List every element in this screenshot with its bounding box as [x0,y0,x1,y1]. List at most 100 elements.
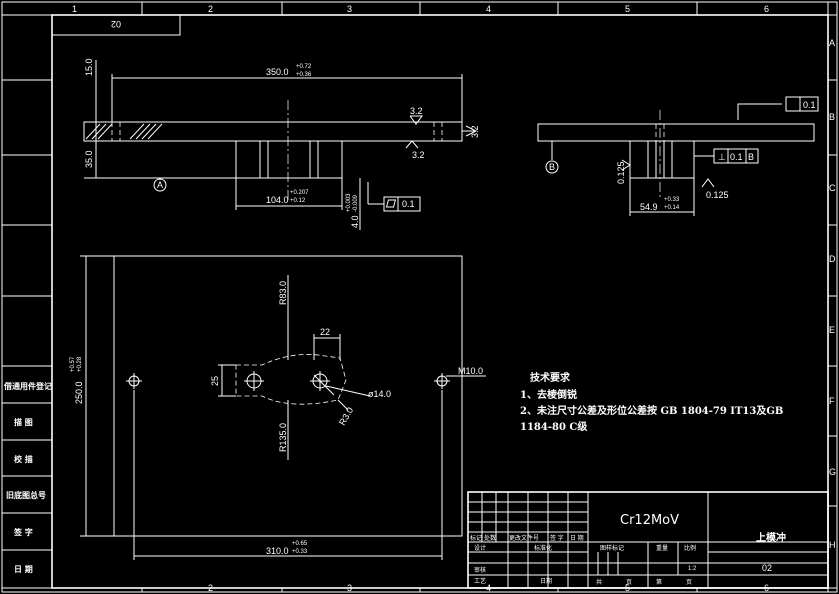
row-label-d: D [829,254,836,264]
tb-weight: 重量 [656,544,668,552]
flatness-frame-a [383,196,421,212]
flatness-frame-b [785,96,819,112]
technical-notes: 技术要求 1、去棱倒锐 2、未注尺寸公差及形位公差按 GB 1804-79 IT… [520,371,783,433]
plan-dim-height-tol2: +0.28 [77,356,83,372]
tb-scale: 1:2 [688,566,697,572]
dim-width: 104.0 [266,195,289,205]
material: Cr12MoV [620,513,679,528]
roughness-left: 0.125 [616,161,626,184]
drawing-no: 02 [762,563,772,573]
perpendicularity-frame [713,148,759,164]
flatness-value-b: 0.1 [803,100,816,110]
strip-item-3: 校 描 [14,454,33,464]
flatness-value-a: 0.1 [402,199,415,209]
datum-b: B [549,162,555,172]
column-zone-ticks [141,2,698,592]
row-label-a: A [829,38,835,48]
dim-height: 35.0 [84,150,94,168]
col-label-6: 6 [764,4,769,14]
row-label-g: G [829,467,836,477]
dim-r3: R3.0 [337,406,355,427]
dim-r135: R135.0 [278,423,288,452]
dim-width-tol2: +0.12 [290,198,306,204]
drawing-code-box [51,14,181,36]
row-label-h: H [829,540,836,550]
col-label-1: 1 [72,4,77,14]
dim-step-tol2: -0.009 [353,194,359,212]
strip-item-4: 旧底图总号 [6,490,46,500]
strip-item-5: 签 字 [13,527,33,537]
col-label-4: 4 [486,4,491,14]
tb-stage: 图样标记 [600,544,624,552]
notes-title: 技术要求 [530,371,571,384]
perp-datum: B [748,152,754,162]
roughness-symbol-1 [409,115,423,125]
dim-width-tol: +0.207 [290,190,309,196]
strip-item-2: 描 图 [14,417,33,427]
tb-design: 设计 [474,544,486,552]
roughness-1: 3.2 [410,106,423,116]
roughness-2: 3.2 [412,150,425,160]
notes-line3: 1184-80 C级 [520,420,588,433]
dim-25: 25 [210,376,220,386]
roughness-right: 0.125 [706,190,729,200]
datum-b-circle [545,160,559,174]
roughness-symbol-2 [405,140,419,149]
tb-total: 共 [596,578,602,586]
tb-process: 工艺 [474,577,486,585]
tb-date2: 日期 [540,577,552,585]
tb-pages: 页 [626,579,632,586]
plan-view: 250.0 +0.57 +0.28 R83.0 R135.0 22 25 M10… [70,255,486,560]
plan-dim-width-tol2: +0.33 [292,549,308,555]
perp-value: 0.1 [730,152,743,162]
dim-thickness: 15.0 [84,58,94,76]
row-zone-ticks [2,79,837,507]
tb-ratio: 比例 [684,544,696,552]
perp-symbol: ⊥ [718,152,726,162]
col-label-2-bottom: 2 [208,583,213,593]
tb-sheet: 第 [656,578,662,586]
side-punch [629,140,695,179]
plan-dim-width-tol: +0.65 [292,541,308,547]
tb-date: 日 期 [570,534,584,542]
front-plate [83,121,463,142]
plan-dim-height-tol: +0.57 [70,356,76,372]
title-block: Cr12MoV 上模冲 02 标记 处数 更改文件号 签 字 日 期 设计 标准… [467,491,829,589]
roughness-symbol-3 [465,125,478,137]
plan-dim-height: 250.0 [74,381,84,404]
tb-review: 审核 [474,566,486,574]
tb-count: 处数 [484,534,496,542]
front-view: 350.0 +0.72 +0.36 15.0 35.0 A 104.0 +0.2… [83,58,480,230]
roughness-symbol-right [701,178,715,188]
col-label-3: 3 [347,4,352,14]
tb-page: 页 [686,579,692,586]
side-plate [537,123,815,142]
dim-dia14: ø14.0 [368,389,391,399]
section-hatch-left [85,123,163,140]
roughness-3: 3.2 [470,125,480,138]
notes-line2: 2、未注尺寸公差及形位公差按 GB 1804-79 IT13及GB [520,404,783,417]
tb-change-doc: 更改文件号 [509,534,539,542]
part-name: 上模冲 [756,531,786,544]
col-label-5: 5 [625,4,630,14]
strip-item-1: 借通用件登记 [3,381,52,391]
tb-sign: 签 字 [550,534,564,542]
dim-m10: M10.0 [458,366,483,376]
dim-22: 22 [320,327,330,337]
dim-length: 350.0 [266,67,289,77]
col-label-2: 2 [208,4,213,14]
tb-std: 标准化 [534,544,552,552]
datum-a: A [157,180,163,190]
dim-step: 4.0 [350,215,360,228]
side-dim-width-tol: +0.33 [664,197,680,203]
dim-r83: R83.0 [278,281,288,305]
row-label-b: B [829,112,835,122]
col-label-3-bottom: 3 [347,583,352,593]
dim-step-tol: +0.003 [346,193,352,212]
side-view: B 0.1 ⊥ 0.1 B 0.125 0.125 54.9 +0.33 +0.… [537,96,819,216]
inner-border [51,14,829,589]
row-label-e: E [829,325,835,335]
row-label-c: C [829,183,836,193]
